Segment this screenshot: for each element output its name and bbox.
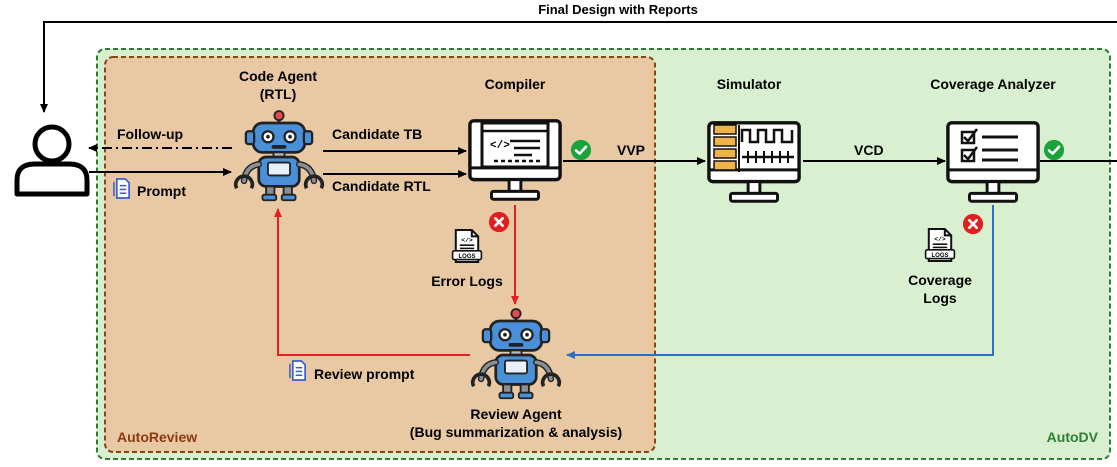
coverage-logs-label-line2: Logs [923,290,957,306]
final-design-arrow [40,21,1117,113]
simulator-title: Simulator [717,76,782,92]
compiler-ok-icon [570,139,592,161]
prompt-label: Prompt [137,183,186,199]
final-design-label: Final Design with Reports [538,2,698,17]
review-prompt-arrow [274,208,470,356]
review-agent-title: Review Agent [470,406,562,422]
candidate-tb-label: Candidate TB [332,126,422,142]
review-prompt-label: Review prompt [314,366,415,382]
svg-text:</>: </> [490,140,510,152]
autoreview-label: AutoReview [117,429,197,445]
error-logs-label: Error Logs [431,273,503,289]
review-agent-subtitle: (Bug summarization & analysis) [410,424,622,440]
compiler-fail-icon [488,211,510,233]
code-agent-title: Code Agent [239,68,317,84]
vcd-label: VCD [854,142,884,158]
autodv-label: AutoDV [1047,429,1099,445]
coverage-logs-badge-text: LOGS [931,253,948,259]
vvp-label: VVP [617,142,645,158]
compiler-title: Compiler [485,76,546,92]
coverage-analyzer-title: Coverage Analyzer [930,76,1056,92]
coverage-logs-arrow [566,205,994,359]
coverage-analyzer-monitor-icon [946,121,1040,203]
simulator-monitor-icon [707,121,801,203]
follow-up-label: Follow-up [117,126,183,142]
code-agent-subtitle: (RTL) [260,86,297,102]
coverage-ok-icon [1043,139,1065,161]
coverage-logs-label-line1: Coverage [908,272,972,288]
error-logs-badge-text: LOGS [458,254,475,260]
user-icon [14,124,90,197]
candidate-rtl-label: Candidate RTL [332,178,431,194]
prompt-doc-icon [113,178,131,199]
review-prompt-doc-icon [289,360,307,381]
coverage-fail-icon [962,213,984,235]
autoreview-region [104,56,656,453]
compiler-monitor-icon: </> [468,119,562,201]
